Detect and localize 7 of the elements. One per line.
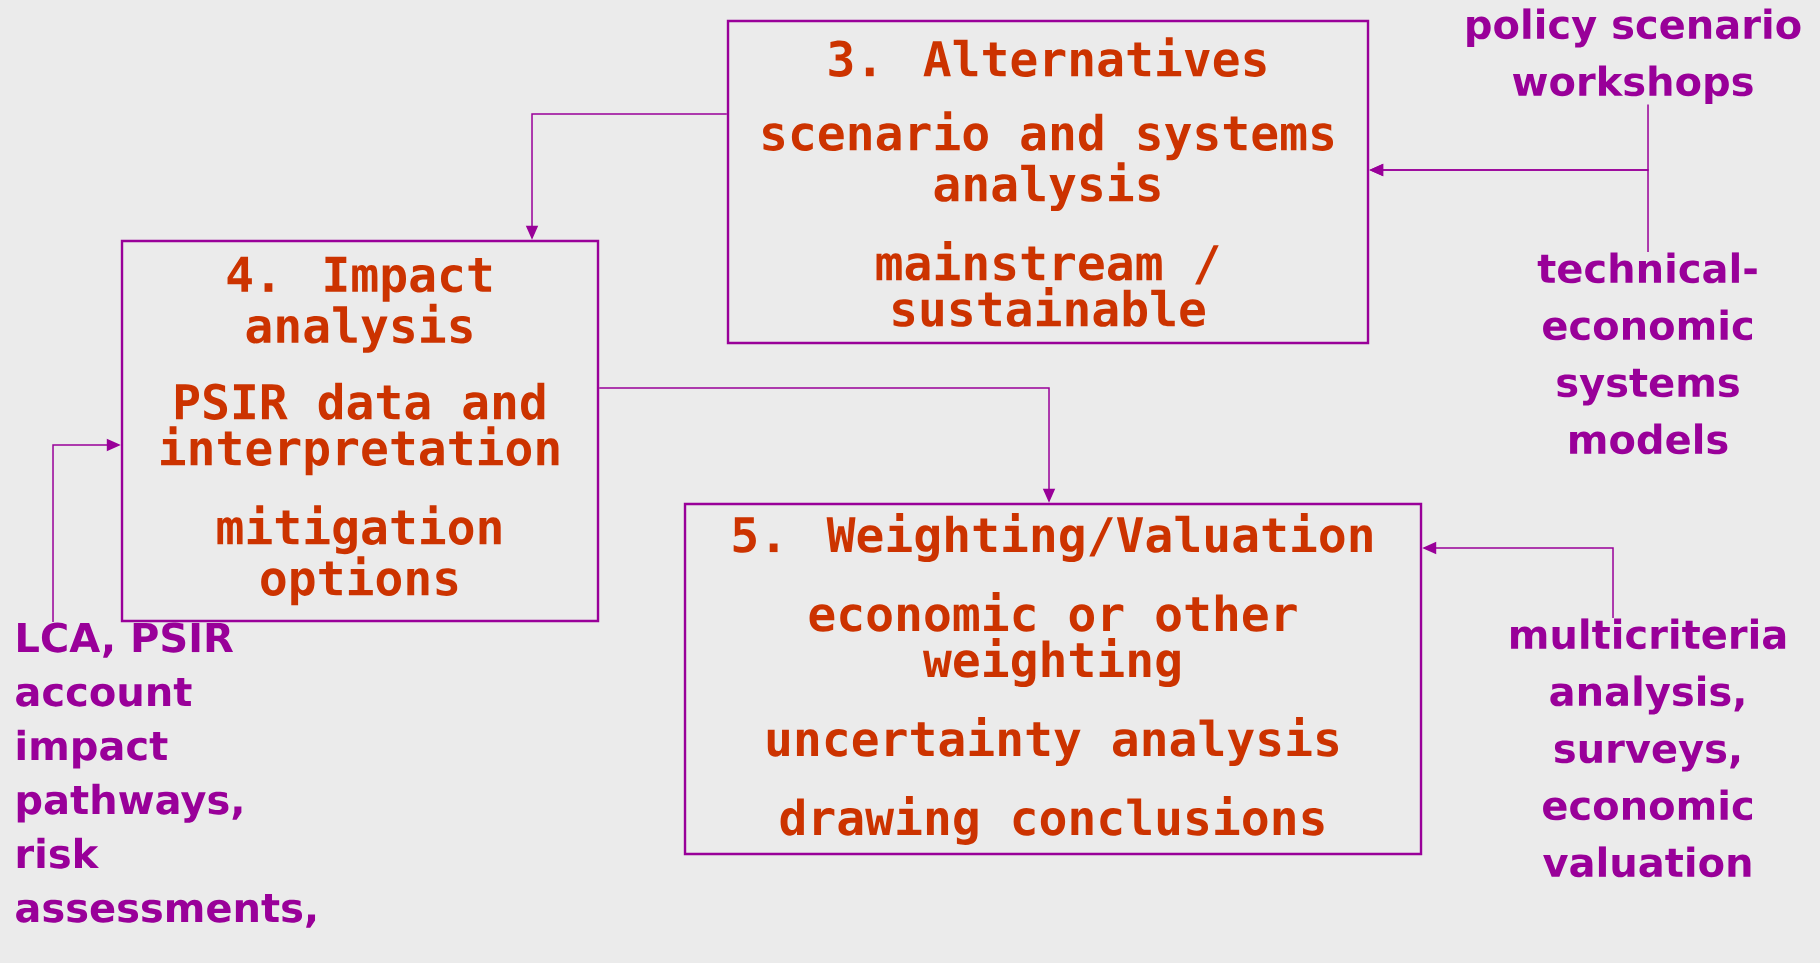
annotation-text: technical-economic systems models <box>1537 252 1757 455</box>
annotation-text: multicriteria analysis, surveys, economic valuation <box>1511 618 1786 878</box>
process-box: 4. Impact analysis PSIR data and interpretation mitigation options <box>120 239 600 623</box>
process-box: 5. Weighting/Valuation economic or other weighting uncertainty analysis drawing conclusions <box>683 502 1423 856</box>
annotation-text: policy scenario workshops <box>1467 8 1801 105</box>
process-box: 3. Alternatives scenario and systems analysis mainstream / sustainable <box>726 19 1370 345</box>
annotation-text: LCA, PSIR account impact pathways, risk assessments, <box>16 622 316 928</box>
